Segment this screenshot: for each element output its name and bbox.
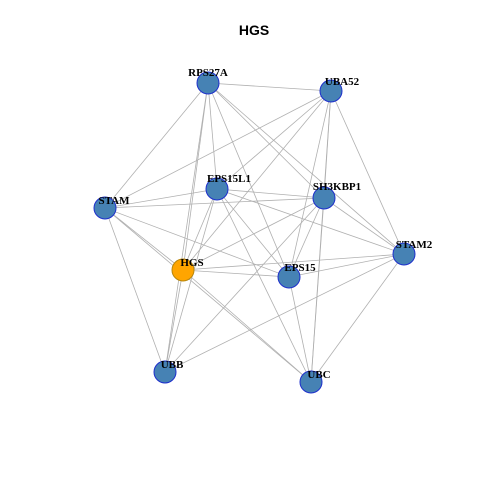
edge-uba52-stam2 xyxy=(330,90,405,255)
edge-hgs-stam2 xyxy=(182,253,405,271)
edge-stam2-ubb xyxy=(164,253,405,373)
node-label: SH3KBP1 xyxy=(313,181,361,193)
edge-stam-hgs xyxy=(104,207,184,271)
node-circle xyxy=(299,370,323,394)
edge-uba52-eps15 xyxy=(288,90,332,278)
node-hgs: HGS xyxy=(171,257,204,282)
node-eps15: EPS15 xyxy=(277,262,316,289)
edge-sh3kbp1-hgs xyxy=(182,197,325,271)
node-label: RPS27A xyxy=(188,67,228,79)
node-label: EPS15L1 xyxy=(207,173,251,185)
edge-eps15-stam2 xyxy=(288,253,405,278)
node-label: HGS xyxy=(180,257,203,269)
node-label: STAM xyxy=(99,195,131,207)
node-circle xyxy=(277,265,301,289)
edge-eps15l1-ubb xyxy=(164,188,218,373)
node-label: STAM2 xyxy=(396,239,433,251)
edge-hgs-eps15 xyxy=(182,269,290,278)
edge-stam-ubb xyxy=(104,207,166,373)
graph-title: HGS xyxy=(239,22,269,38)
edge-stam2-ubc xyxy=(310,253,405,383)
node-circle xyxy=(312,186,336,210)
edge-eps15l1-hgs xyxy=(182,188,218,271)
edge-eps15l1-eps15 xyxy=(216,188,290,278)
edge-rps27a-stam xyxy=(104,82,209,209)
edge-sh3kbp1-eps15 xyxy=(288,197,325,278)
edge-rps27a-eps15l1 xyxy=(207,82,218,190)
node-circle xyxy=(171,258,195,282)
node-label: EPS15 xyxy=(284,262,316,274)
edge-rps27a-ubb xyxy=(164,82,209,373)
edge-stam-ubc xyxy=(104,207,312,383)
node-circle xyxy=(205,177,229,201)
node-sh3kbp1: SH3KBP1 xyxy=(312,181,361,210)
edge-uba52-eps15l1 xyxy=(216,90,332,190)
edge-rps27a-stam2 xyxy=(207,82,405,255)
edge-rps27a-uba52 xyxy=(207,82,332,92)
node-stam2: STAM2 xyxy=(392,239,433,266)
node-label: UBB xyxy=(161,359,184,371)
edge-eps15l1-stam2 xyxy=(216,188,405,255)
edge-stam-sh3kbp1 xyxy=(104,197,325,209)
edge-hgs-ubc xyxy=(182,269,312,383)
edge-stam-eps15l1 xyxy=(104,188,218,209)
node-label: UBA52 xyxy=(325,76,360,88)
node-uba52: UBA52 xyxy=(319,76,360,103)
edge-rps27a-sh3kbp1 xyxy=(207,82,325,199)
edge-sh3kbp1-ubb xyxy=(164,197,325,373)
node-circle xyxy=(196,71,220,95)
edge-rps27a-eps15 xyxy=(207,82,290,278)
node-eps15l1: EPS15L1 xyxy=(205,173,251,201)
node-circle xyxy=(153,360,177,384)
edge-layer xyxy=(104,82,405,383)
node-circle xyxy=(93,196,117,220)
edge-eps15l1-ubc xyxy=(216,188,312,383)
edge-uba52-hgs xyxy=(182,90,332,271)
node-stam: STAM xyxy=(93,195,131,220)
node-ubc: UBC xyxy=(299,369,331,394)
edge-hgs-ubb xyxy=(164,269,184,373)
node-rps27a: RPS27A xyxy=(188,67,228,95)
edge-eps15l1-sh3kbp1 xyxy=(216,188,325,199)
edge-sh3kbp1-stam2 xyxy=(323,197,405,255)
edge-sh3kbp1-ubc xyxy=(310,197,325,383)
edge-uba52-stam xyxy=(104,90,332,209)
edge-stam-eps15 xyxy=(104,207,290,278)
node-label: UBC xyxy=(307,369,330,381)
node-ubb: UBB xyxy=(153,359,184,384)
edge-eps15-ubc xyxy=(288,276,312,383)
node-circle xyxy=(392,242,416,266)
node-circle xyxy=(319,79,343,103)
